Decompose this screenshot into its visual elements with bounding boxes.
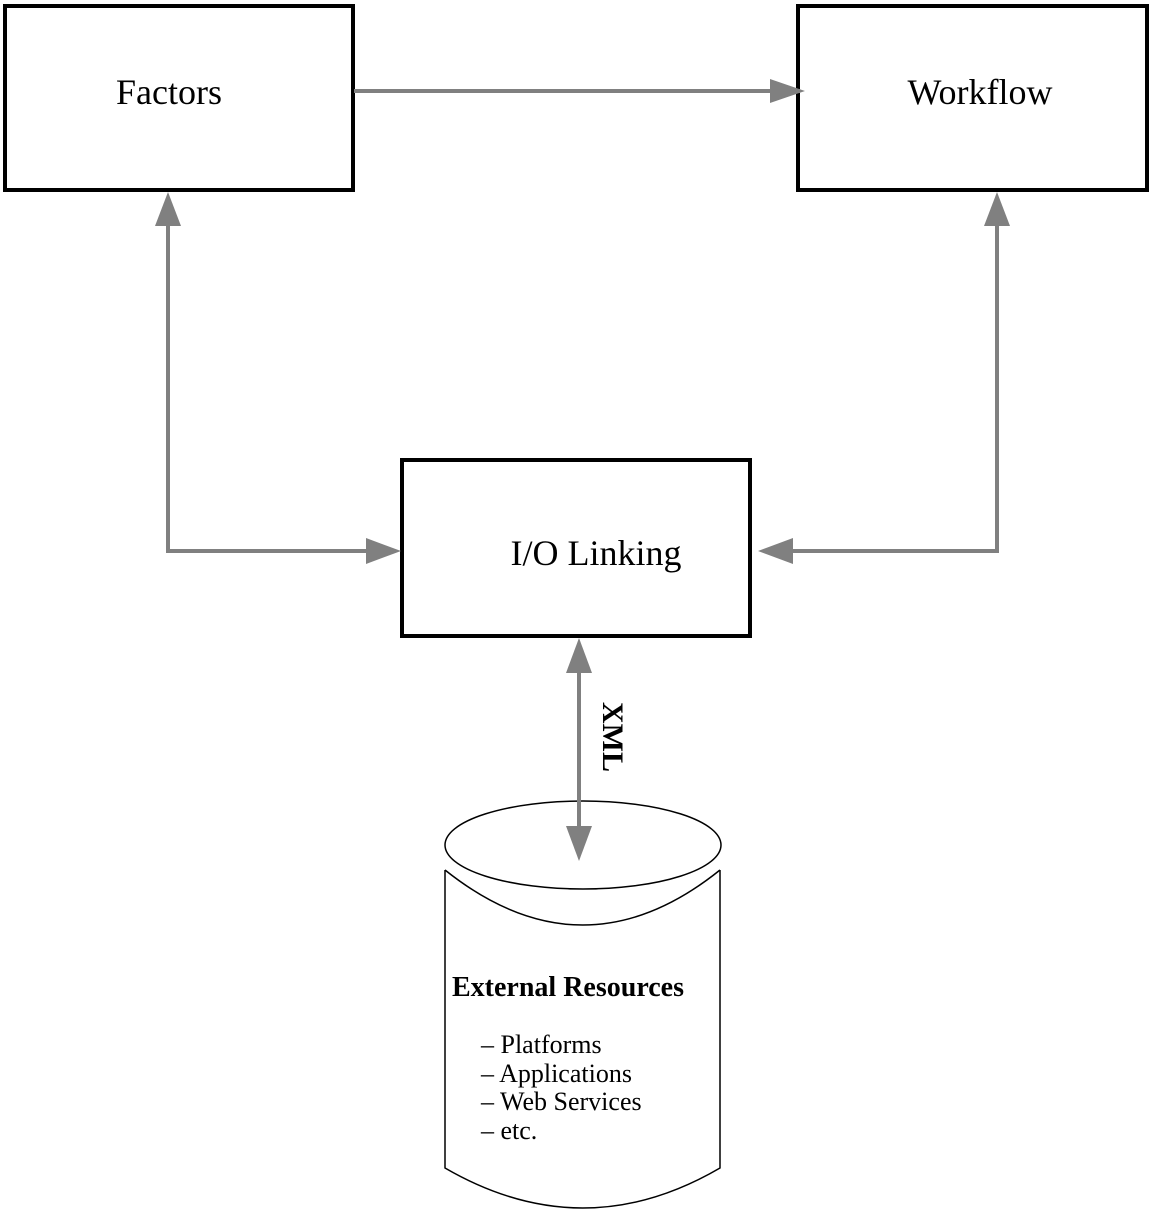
arrowhead-right-to-io-linking (366, 538, 401, 564)
database-inner-rim (444, 869, 721, 926)
external-resources-item: – etc. (480, 1116, 537, 1145)
edges: XML (155, 79, 1010, 861)
external-resources-item: – Platforms (480, 1030, 602, 1059)
workflow-io-linking-connector (790, 222, 999, 553)
external-resources-title: External Resources (452, 972, 684, 1003)
arrowhead-up-to-factors (155, 192, 181, 226)
factors-label: Factors (116, 72, 222, 112)
workflow-node: Workflow (796, 4, 1149, 192)
factors-node: Factors (3, 4, 355, 192)
arrowhead-up-to-workflow (984, 192, 1010, 226)
io-linking-node: I/O Linking (400, 458, 752, 638)
workflow-label: Workflow (907, 72, 1052, 112)
io-linking-box (400, 458, 752, 638)
database-body (444, 870, 721, 1209)
factors-box (3, 4, 355, 192)
arrowhead-up-to-io-linking (566, 638, 592, 673)
external-resources-database: External Resources – Platforms – Applica… (444, 800, 722, 1209)
external-resources-item: – Applications (480, 1059, 632, 1088)
factors-io-linking-connector (166, 222, 370, 553)
factors-to-workflow-arrowhead (770, 79, 805, 103)
workflow-box (796, 4, 1149, 192)
external-resources-item: – Web Services (480, 1087, 642, 1116)
io-linking-label: I/O Linking (511, 533, 682, 573)
arrowhead-down-to-database (566, 826, 592, 861)
arrowhead-left-to-io-linking (758, 538, 793, 564)
xml-label: XML (596, 702, 629, 772)
